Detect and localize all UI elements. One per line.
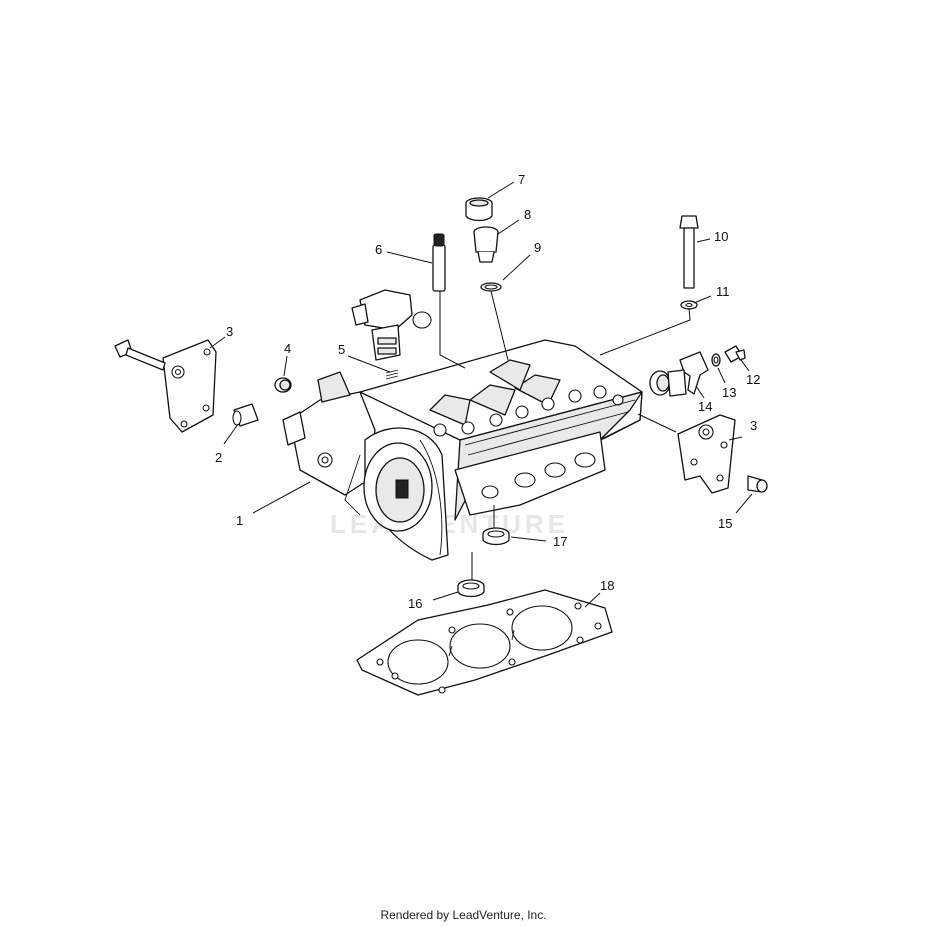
callout-7: 7 xyxy=(518,172,525,187)
part-17-seal[interactable] xyxy=(482,527,510,546)
callout-3-right: 3 xyxy=(750,418,757,433)
part-18-head-gasket[interactable] xyxy=(356,589,613,696)
callout-2: 2 xyxy=(215,450,222,465)
callout-12: 12 xyxy=(746,372,760,387)
part-13-o-ring[interactable] xyxy=(711,353,721,367)
callout-8: 8 xyxy=(524,207,531,222)
part-2-dowel[interactable] xyxy=(232,403,259,427)
callout-13: 13 xyxy=(722,385,736,400)
part-10-bolt[interactable] xyxy=(679,215,699,289)
part-15-bolt[interactable] xyxy=(747,475,768,493)
part-3-bracket-left[interactable] xyxy=(162,339,217,433)
part-9-o-ring[interactable] xyxy=(480,282,502,292)
callout-1: 1 xyxy=(236,513,243,528)
callout-11: 11 xyxy=(716,284,730,299)
part-5-clip[interactable] xyxy=(385,369,399,380)
part-11-washer[interactable] xyxy=(680,300,698,310)
callout-15: 15 xyxy=(718,516,732,531)
callout-16: 16 xyxy=(408,596,422,611)
callout-6: 6 xyxy=(375,242,382,257)
part-12-bolt[interactable] xyxy=(724,345,746,363)
callout-18: 18 xyxy=(600,578,614,593)
callout-17: 17 xyxy=(553,534,567,549)
callout-4: 4 xyxy=(284,341,291,356)
part-4-plug[interactable] xyxy=(274,377,292,393)
injector-sensor[interactable] xyxy=(351,289,432,361)
footer-credit: Rendered by LeadVenture, Inc. xyxy=(380,908,547,922)
part-7-cap[interactable] xyxy=(465,197,493,222)
callout-5: 5 xyxy=(338,342,345,357)
callout-3-left: 3 xyxy=(226,324,233,339)
callout-labels: 1 2 3 3 4 5 6 7 8 9 10 11 12 13 14 15 16… xyxy=(215,172,760,611)
part-6-guide[interactable] xyxy=(432,233,446,292)
cylinder-head[interactable] xyxy=(282,339,643,561)
part-8-sleeve[interactable] xyxy=(473,226,499,263)
callout-9: 9 xyxy=(534,240,541,255)
part-16-seal[interactable] xyxy=(457,579,485,598)
watermark-text: LEADVENTURE xyxy=(330,509,569,539)
callout-14: 14 xyxy=(698,399,712,414)
part-14-sensor[interactable] xyxy=(649,351,709,397)
callout-10: 10 xyxy=(714,229,728,244)
part-3-bracket-right[interactable] xyxy=(677,414,736,494)
leader-lines xyxy=(209,181,753,608)
bracket-bolt[interactable] xyxy=(114,339,166,371)
